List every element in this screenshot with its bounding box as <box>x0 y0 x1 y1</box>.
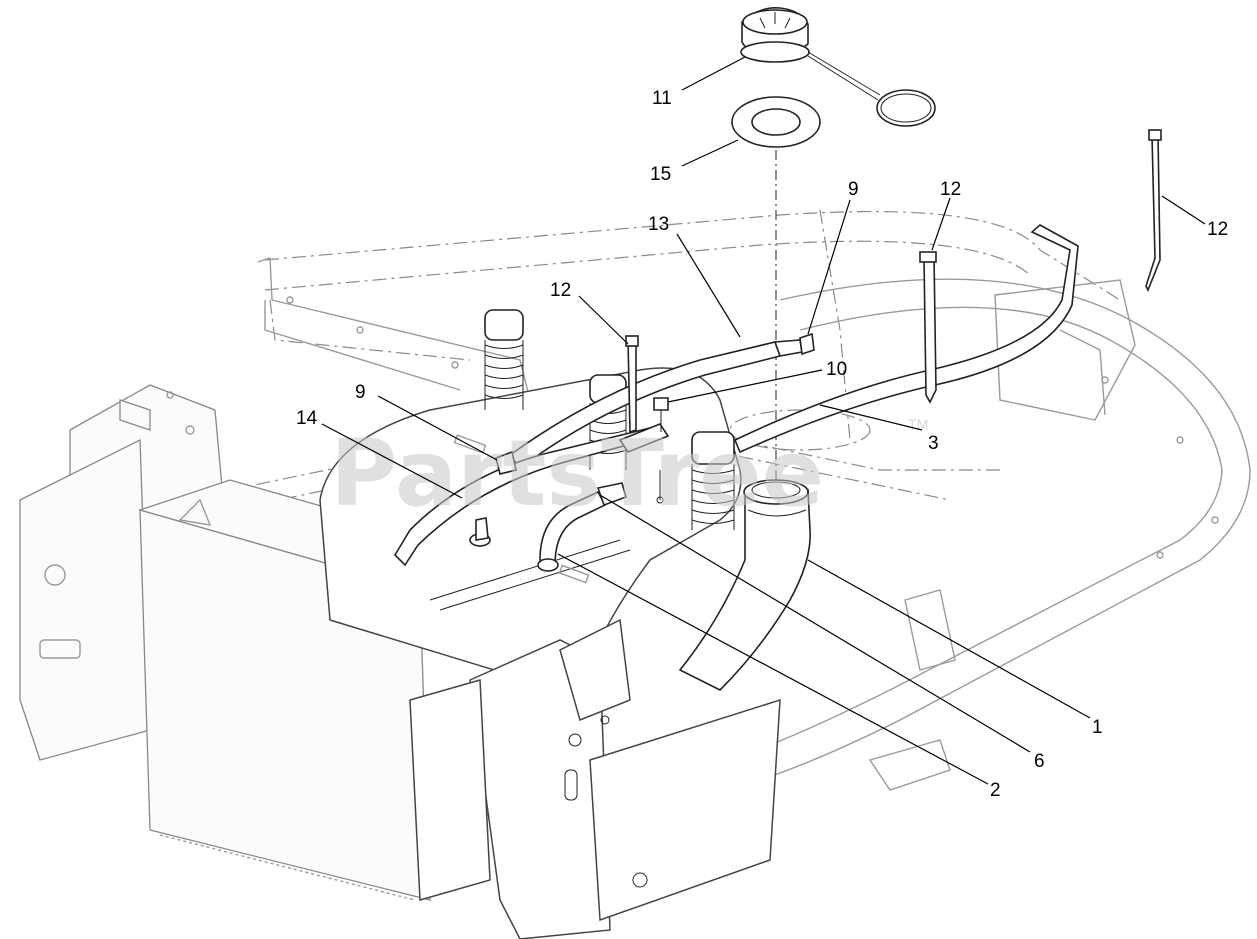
frame-loop <box>759 278 1251 791</box>
fitting <box>469 517 491 547</box>
bolt-bracket <box>618 397 670 504</box>
support-bracket <box>409 618 781 939</box>
cable-tie-mid <box>625 335 639 434</box>
spring-right <box>691 431 735 530</box>
hose-clamp-left <box>495 450 517 475</box>
filler-neck <box>678 479 811 691</box>
callout-3: 3 <box>928 433 939 454</box>
watermark: PartsTree <box>330 420 824 527</box>
callout-12-right: 12 <box>1207 219 1228 240</box>
callouts: 11 15 9 12 12 13 12 10 9 14 3 1 6 2 <box>296 88 1228 801</box>
callout-13: 13 <box>648 214 669 235</box>
leader-lines <box>321 56 1206 785</box>
hose-clamp-top <box>799 332 815 356</box>
callout-15: 15 <box>650 164 671 185</box>
callout-12-mid: 12 <box>940 179 961 200</box>
spring-left <box>484 309 524 410</box>
cable-tie-right <box>919 251 937 404</box>
callout-14: 14 <box>296 408 318 429</box>
callout-6: 6 <box>1034 751 1045 772</box>
callout-1: 1 <box>1092 717 1103 738</box>
watermark-trademark: TM <box>907 418 929 434</box>
callout-12-left: 12 <box>550 280 571 301</box>
callout-10: 10 <box>826 359 847 380</box>
fuel-line-long <box>733 224 1079 454</box>
callout-9-left: 9 <box>355 382 366 403</box>
return-hose <box>537 482 627 572</box>
callout-11: 11 <box>652 88 672 109</box>
callout-2: 2 <box>990 780 1001 801</box>
fuel-cap <box>740 6 936 127</box>
cable-tie-loose <box>1145 129 1162 292</box>
callout-9-top: 9 <box>848 179 859 200</box>
gasket <box>731 96 821 148</box>
